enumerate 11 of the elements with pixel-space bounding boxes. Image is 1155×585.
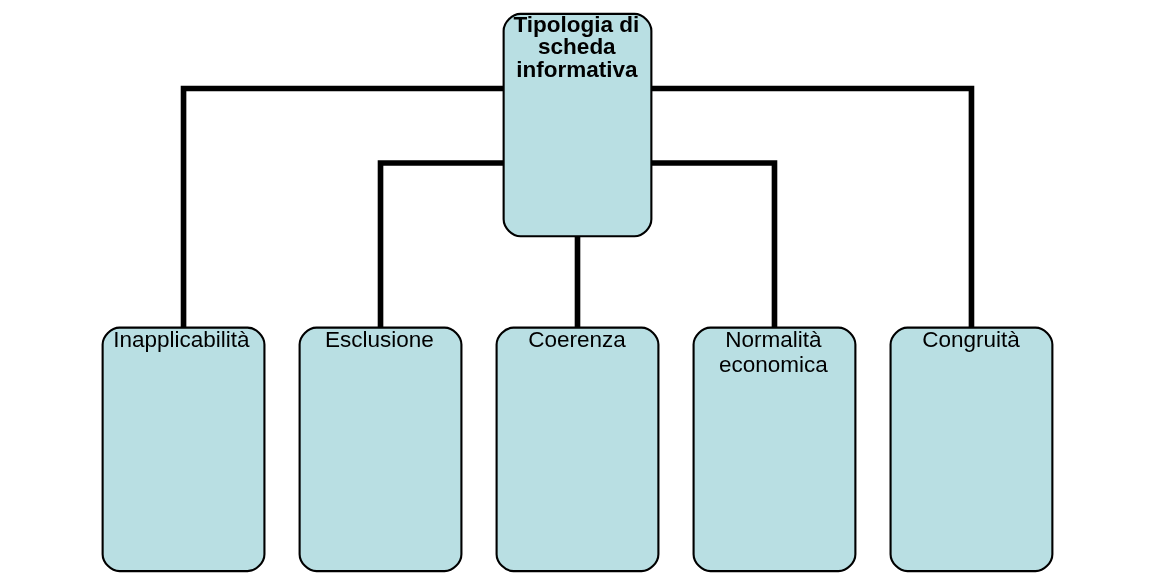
node-box: Esclusione	[298, 326, 463, 573]
connector	[651, 160, 778, 328]
connector	[574, 236, 581, 328]
node-box: Congruità	[889, 326, 1054, 573]
node-box: Tipologia di scheda informativa	[502, 12, 653, 238]
connector	[180, 85, 504, 328]
node-box: Coerenza	[495, 326, 660, 573]
connector	[377, 160, 504, 328]
connector	[651, 85, 975, 328]
node-box: Normalità economica	[692, 326, 857, 573]
node-box: Inapplicabilità	[101, 326, 266, 573]
